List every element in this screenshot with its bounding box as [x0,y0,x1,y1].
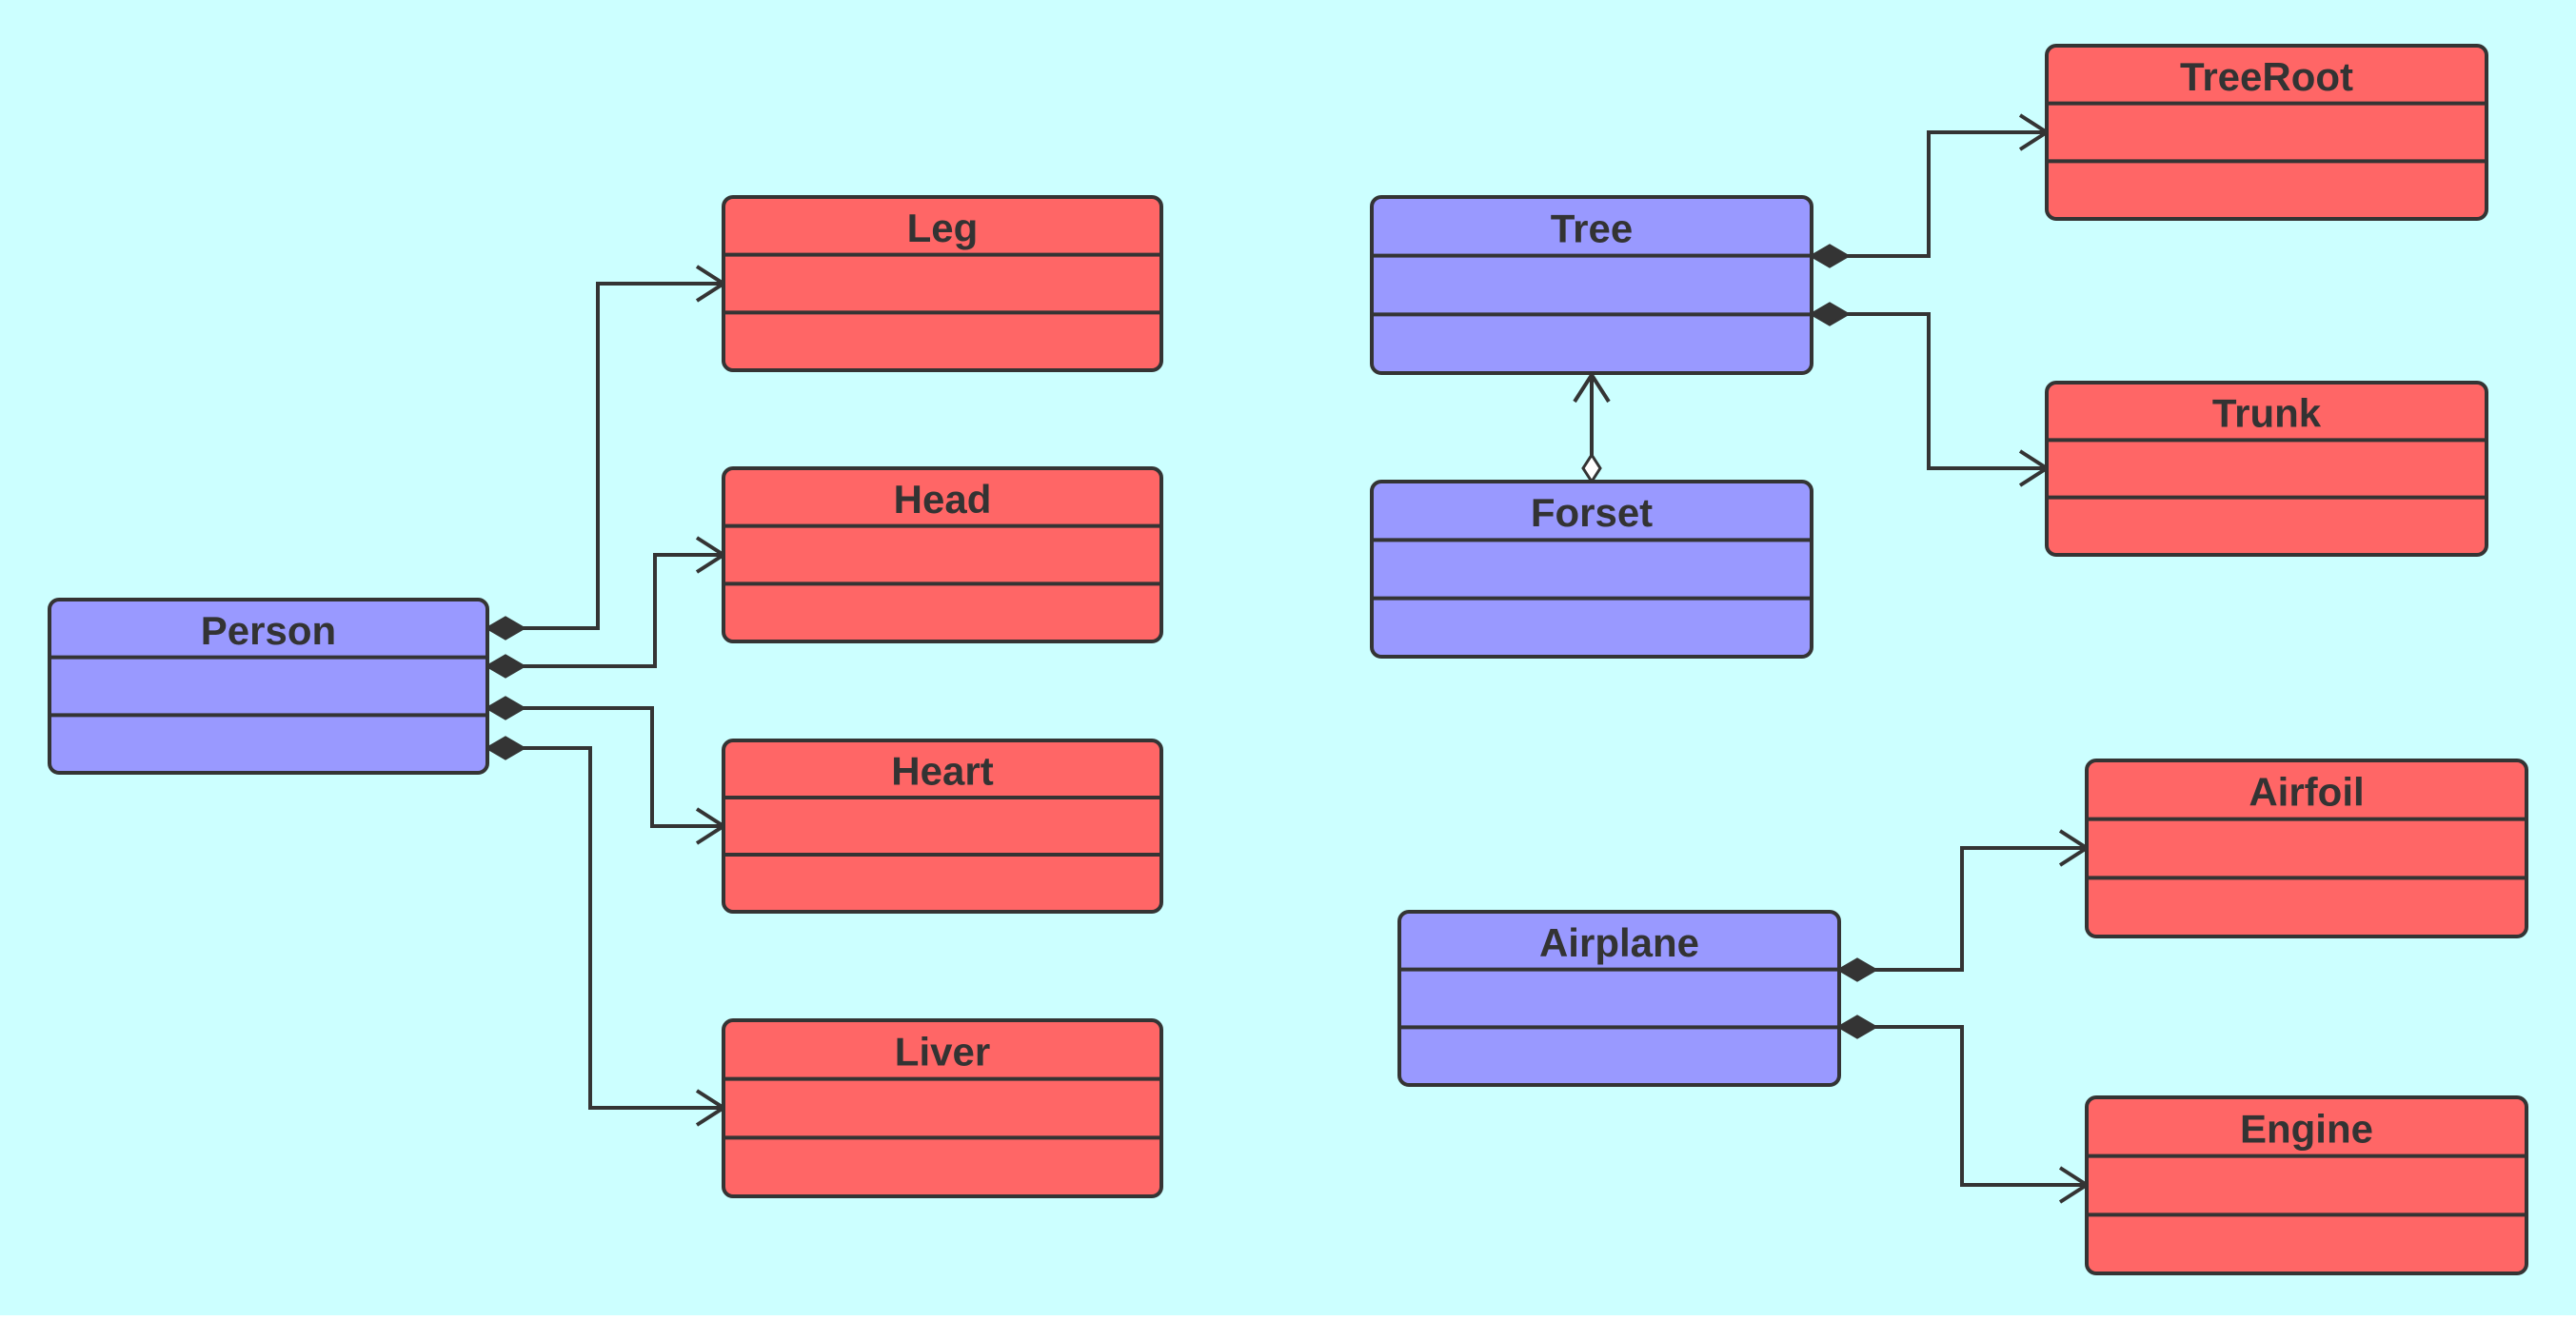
node-body [2045,44,2488,221]
class-node-heart[interactable]: Heart [722,739,1163,914]
class-node-leg[interactable]: Leg [722,195,1163,372]
node-body [48,598,489,775]
edge-line [1812,130,2047,258]
node-title: Head [894,477,992,522]
node-title: TreeRoot [2180,54,2353,99]
node-title: Leg [907,206,979,250]
class-node-tree[interactable]: Tree [1370,195,1813,375]
node-body [2085,1095,2528,1275]
composition-diamond-icon [485,654,526,679]
edge-line [487,553,723,668]
node-title: Airplane [1539,920,1699,965]
node-title: Forset [1531,490,1653,535]
edge-line [1812,312,2047,470]
composition-diamond-icon [1809,302,1851,326]
composition-diamond-icon [1809,244,1851,268]
node-body [1397,910,1841,1087]
node-body [722,1018,1163,1198]
edge-line [487,706,723,828]
node-body [1370,480,1813,659]
composition-diamond-icon [485,736,526,760]
node-title: Liver [895,1029,990,1074]
node-title: Heart [891,749,993,794]
class-node-trunk[interactable]: Trunk [2045,381,2488,557]
class-node-airplane[interactable]: Airplane [1397,910,1841,1087]
node-title: Tree [1551,206,1633,250]
edge-line [487,282,723,630]
node-body [2045,381,2488,557]
class-node-liver[interactable]: Liver [722,1018,1163,1198]
composition-diamond-icon [1836,957,1878,982]
aggregation-diamond-icon [1581,452,1602,484]
edge-line [487,746,723,1110]
edge-airplane-airfoil [1836,829,2091,982]
node-title: Engine [2240,1106,2373,1151]
class-node-forset[interactable]: Forset [1370,480,1813,659]
node-body [722,466,1163,643]
class-node-head[interactable]: Head [722,466,1163,643]
node-body [722,195,1163,372]
node-title: Airfoil [2249,769,2364,814]
edge-line [1839,1025,2087,1187]
node-body [2085,759,2528,938]
node-title: Person [201,608,336,653]
edge-airplane-engine [1836,1015,2091,1204]
edge-tree-treeroot [1809,113,2051,268]
composition-diamond-icon [485,696,526,720]
composition-diamond-icon [1836,1015,1878,1039]
node-title: Trunk [2212,391,2322,436]
edge-person-leg [485,265,727,641]
node-body [1370,195,1813,375]
edge-line [1839,846,2087,972]
node-body [722,739,1163,914]
class-node-airfoil[interactable]: Airfoil [2085,759,2528,938]
class-node-person[interactable]: Person [48,598,489,775]
composition-diamond-icon [485,616,526,641]
class-node-engine[interactable]: Engine [2085,1095,2528,1275]
class-node-treeroot[interactable]: TreeRoot [2045,44,2488,221]
